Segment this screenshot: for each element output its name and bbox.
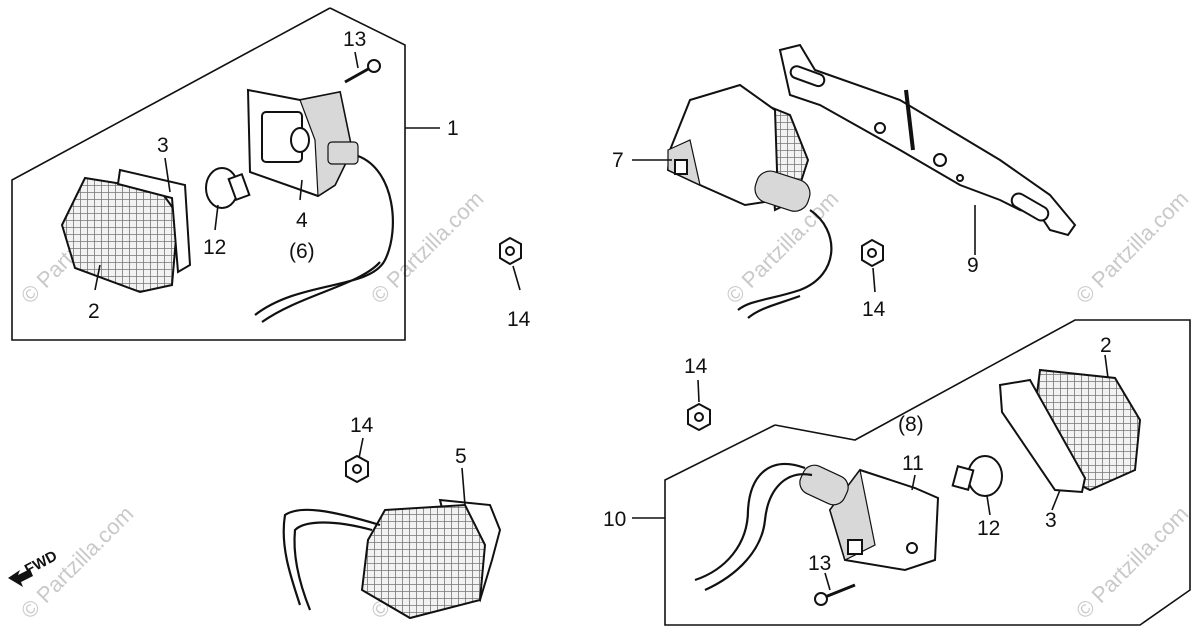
group-rear-right-winker — [632, 319, 1191, 626]
group-outline — [664, 319, 1191, 626]
wire-harness — [694, 462, 806, 582]
callout-3: 3 — [157, 134, 169, 157]
bracket-part — [778, 43, 1077, 237]
group-rear-left-winker — [282, 467, 502, 620]
callout-10: 10 — [603, 508, 626, 531]
callout-2: 2 — [1100, 334, 1112, 357]
callout-12: 12 — [203, 236, 226, 259]
bulb-part — [951, 455, 1003, 497]
wire-harness — [737, 209, 833, 311]
callout-13: 13 — [808, 552, 831, 575]
gasket-part — [116, 168, 192, 274]
nut-part — [861, 238, 884, 293]
callout-11: 11 — [902, 452, 924, 475]
callout-7: 7 — [612, 149, 624, 172]
bulb-part — [205, 167, 251, 209]
group-front-left-winker — [11, 7, 440, 341]
gasket-part — [998, 378, 1087, 494]
watermark: © Partzilla.com — [1071, 186, 1194, 309]
callout-8: (8) — [898, 413, 924, 436]
watermark: © Partzilla.com — [1071, 501, 1194, 624]
callouts: 1 2 2 3 3 4 (6) 5 7 (8) 9 10 11 12 12 13… — [88, 28, 1112, 575]
callout-1: 1 — [447, 117, 459, 140]
callout-14: 14 — [862, 298, 886, 321]
socket-part — [754, 170, 811, 212]
nut-part — [687, 379, 711, 432]
callout-14: 14 — [350, 414, 374, 437]
housing-hole — [290, 127, 310, 153]
callout-14: 14 — [507, 308, 531, 331]
callout-3: 3 — [1045, 509, 1057, 532]
group-outline — [11, 7, 406, 341]
screw-part — [814, 583, 856, 606]
callout-14: 14 — [684, 355, 708, 378]
callout-12: 12 — [977, 517, 1000, 540]
nut-part — [499, 236, 522, 291]
socket-part — [327, 141, 359, 165]
watermark: © Partzilla.com — [366, 186, 489, 309]
wire-harness — [254, 154, 394, 316]
group-front-right-winker — [632, 43, 1077, 319]
lens-part — [360, 503, 487, 620]
callout-2: 2 — [88, 300, 100, 323]
callout-4: 4 — [296, 209, 308, 232]
callout-13: 13 — [343, 28, 366, 51]
screw-part — [344, 59, 381, 84]
callout-6: (6) — [289, 240, 315, 263]
callout-9: 9 — [967, 254, 979, 277]
nut-part — [345, 437, 369, 484]
callout-5: 5 — [455, 445, 467, 468]
wire-harness — [282, 508, 381, 606]
housing-body — [299, 91, 353, 198]
